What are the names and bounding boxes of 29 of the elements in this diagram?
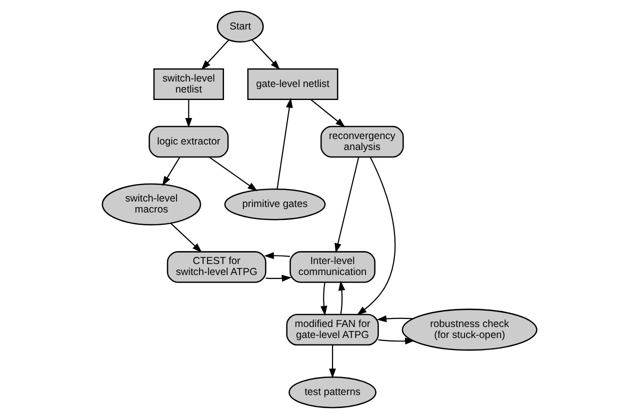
node-box: gate-level netlist: [247, 68, 338, 100]
arrow: [208, 156, 258, 192]
arrow: [378, 338, 415, 345]
arrow: [266, 274, 292, 282]
node-box: logic extractor: [148, 126, 229, 158]
arrow: [252, 40, 280, 70]
arrow: [162, 156, 180, 186]
node-ellipse: test patterns: [288, 376, 376, 408]
node-ellipse: Start: [216, 10, 264, 43]
node-box: modified FAN for gate-level ATPG: [286, 314, 379, 346]
arrow: [329, 344, 336, 378]
arrow: [376, 315, 414, 322]
node-box: switch-level netlist: [153, 68, 224, 100]
node-box: reconvergency analysis: [320, 126, 404, 158]
arrow: [185, 100, 192, 128]
arrow: [264, 252, 290, 260]
arrow: [356, 156, 396, 316]
node-ellipse: robustness check (for stuck-open): [402, 308, 538, 351]
arrow: [276, 98, 293, 189]
arrow: [334, 156, 360, 254]
node-ellipse: primitive gates: [224, 188, 326, 220]
node-ellipse: switch-level macros: [102, 183, 202, 226]
arrow: [170, 222, 202, 253]
node-box: Inter-level communication: [290, 251, 376, 283]
arrow: [338, 280, 346, 314]
arrow: [201, 40, 230, 70]
node-box: CTEST for switch-level ATPG: [166, 251, 266, 283]
arrow: [320, 282, 328, 316]
arrow: [310, 99, 346, 128]
